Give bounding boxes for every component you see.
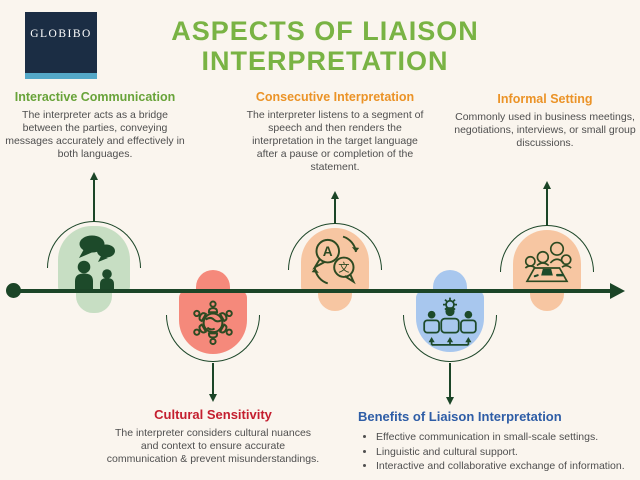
section-interactive-communication: Interactive Communication The interprete… — [2, 90, 188, 161]
timeline-start-dot — [6, 283, 21, 298]
title-line1: ASPECTS OF LIAISON — [171, 16, 479, 46]
connector-line — [334, 198, 336, 224]
blob-tab — [530, 291, 564, 311]
section-body: The interpreter considers cultural nuanc… — [106, 427, 320, 465]
translation-bubbles-icon: A 文 — [311, 235, 360, 285]
benefit-item: Interactive and collaborative exchange o… — [376, 459, 636, 474]
section-benefits: Benefits of Liaison Interpretation Effec… — [358, 409, 636, 474]
logo-text: GLOBIBO — [30, 28, 92, 40]
section-body: The interpreter acts as a bridge between… — [5, 109, 185, 160]
section-heading: Consecutive Interpretation — [255, 90, 415, 104]
section-heading: Cultural Sensitivity — [154, 407, 272, 422]
timeline-line — [10, 289, 614, 293]
connector-line — [212, 363, 214, 394]
meeting-table-icon — [524, 241, 572, 283]
section-heading: Informal Setting — [497, 92, 593, 106]
page-title: ASPECTS OF LIAISON INTERPRETATION — [150, 16, 500, 76]
section-heading: Interactive Communication — [14, 90, 176, 104]
benefit-item: Linguistic and cultural support. — [376, 445, 636, 460]
section-body: The interpreter listens to a segment of … — [246, 109, 424, 173]
connector-line — [449, 363, 451, 397]
timeline-end-arrow-icon — [610, 283, 625, 299]
blob-tab — [76, 291, 112, 313]
connector-arrow-up-icon — [89, 172, 98, 180]
svg-text:A: A — [323, 244, 333, 259]
benefits-list: Effective communication in small-scale s… — [358, 430, 636, 474]
connector-line — [546, 188, 548, 226]
blob-tab — [318, 291, 352, 311]
logo-accent-bar — [25, 73, 97, 79]
connector-line — [93, 179, 95, 222]
connector-arrow-up-icon — [542, 181, 551, 189]
globe-people-icon — [193, 300, 233, 346]
svg-text:文: 文 — [338, 260, 349, 274]
section-cultural-sensitivity: Cultural Sensitivity The interpreter con… — [106, 407, 320, 466]
blob-tab — [433, 270, 467, 291]
connector-arrow-down-icon — [208, 394, 217, 402]
globibo-logo: GLOBIBO — [25, 12, 97, 79]
section-informal-setting: Informal Setting Commonly used in busine… — [452, 92, 638, 150]
section-body: Commonly used in business meetings, nego… — [454, 111, 636, 149]
benefit-item: Effective communication in small-scale s… — [376, 430, 636, 445]
title-line2: INTERPRETATION — [201, 46, 449, 76]
people-chat-icon — [75, 235, 115, 291]
section-heading: Benefits of Liaison Interpretation — [358, 409, 562, 424]
connector-arrow-down-icon — [445, 397, 454, 405]
section-consecutive-interpretation: Consecutive Interpretation The interpret… — [242, 90, 428, 174]
connector-arrow-up-icon — [330, 191, 339, 199]
team-gear-icon — [423, 297, 477, 346]
blob-tab — [196, 270, 230, 291]
